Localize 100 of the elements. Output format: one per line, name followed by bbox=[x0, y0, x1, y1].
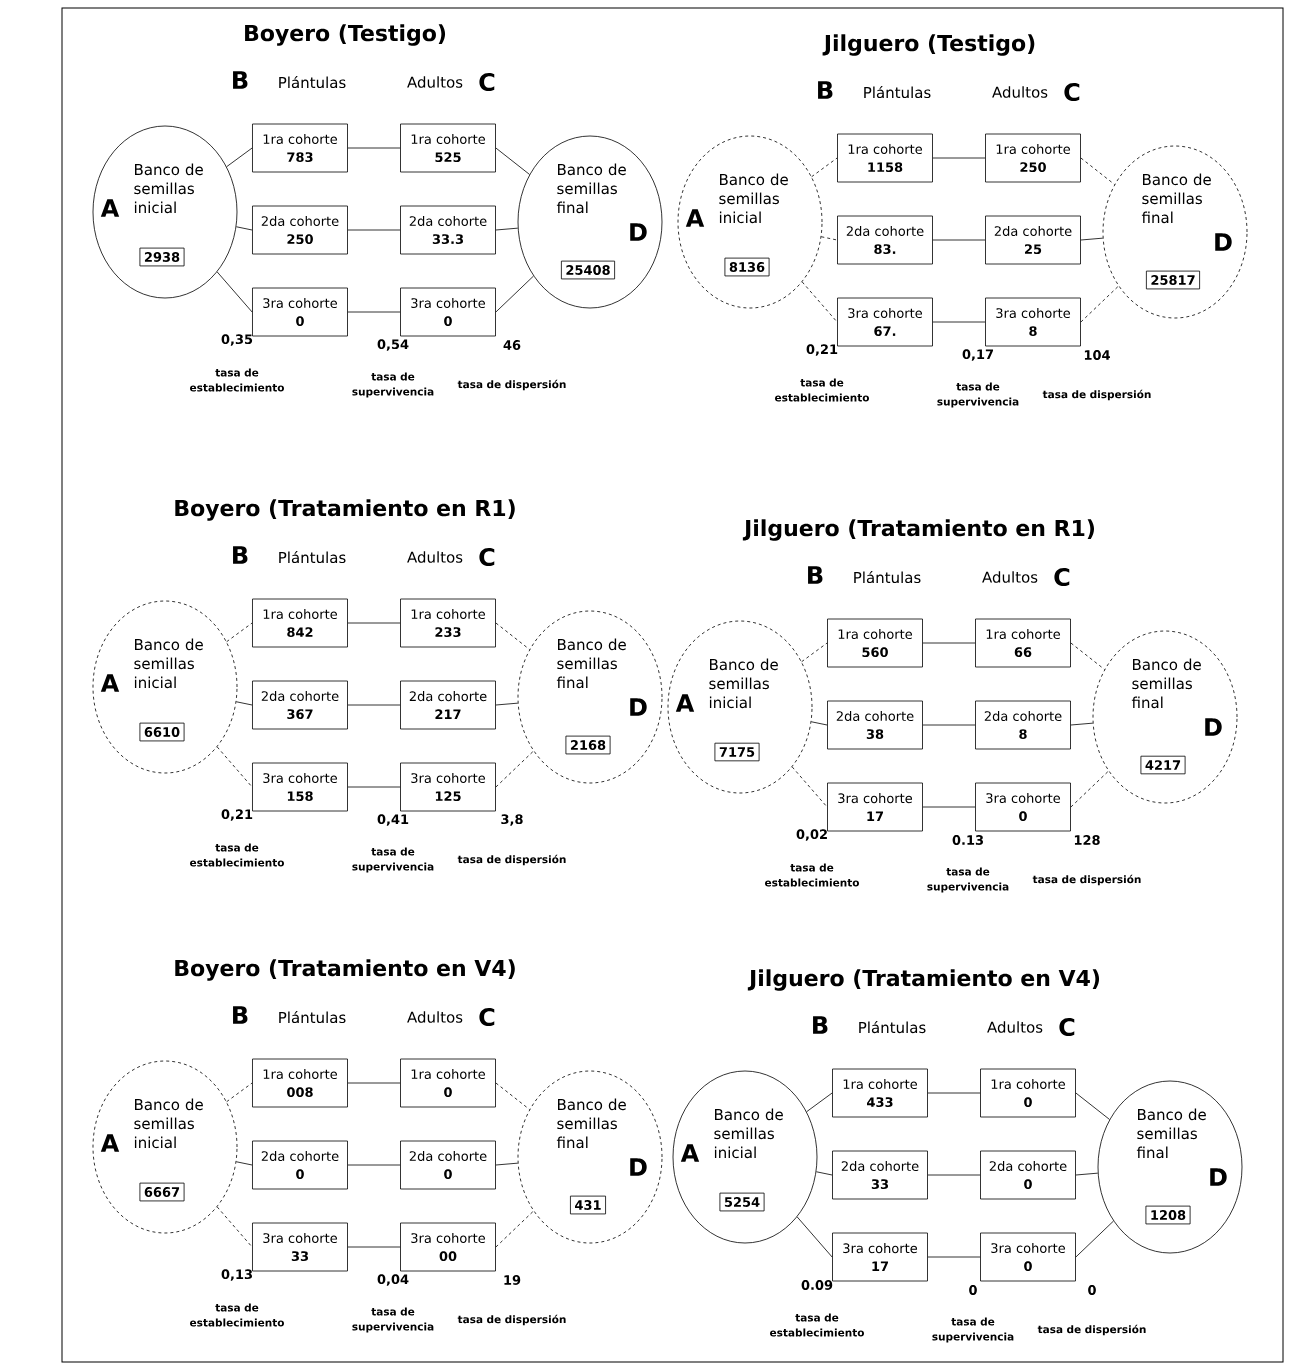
connector-line bbox=[927, 1092, 981, 1094]
rate-value: 46 bbox=[503, 340, 521, 350]
connector-line bbox=[347, 147, 401, 149]
stage-letter: B bbox=[233, 546, 248, 564]
stage-label: Adultos bbox=[992, 86, 1048, 98]
stage-letter: D bbox=[630, 698, 647, 716]
connector-line bbox=[810, 721, 828, 726]
cohort-box: 1ra cohorte 66 bbox=[975, 618, 1071, 668]
cohort-box: 3ra cohorte 17 bbox=[827, 782, 923, 832]
connector-line bbox=[347, 1164, 401, 1166]
rate-value: 0,04 bbox=[377, 1274, 409, 1286]
rate-value: 19 bbox=[504, 1275, 521, 1285]
stage-letter: B bbox=[818, 81, 833, 99]
connector-line bbox=[932, 239, 986, 241]
cohort-box: 2da cohorte 0 bbox=[252, 1140, 348, 1190]
connector-line bbox=[347, 786, 401, 788]
panel-title: Boyero (Tratamiento en R1) bbox=[175, 499, 515, 521]
connector-line bbox=[927, 1174, 981, 1176]
stage-letter: B bbox=[233, 71, 248, 89]
value-box: 5254 bbox=[719, 1192, 765, 1212]
stage-label: Adultos bbox=[407, 551, 463, 563]
connector-line bbox=[927, 1256, 981, 1258]
connector-line bbox=[932, 157, 986, 159]
cohort-box: 3ra cohorte 0 bbox=[400, 287, 496, 337]
stage-letter: D bbox=[1210, 1168, 1227, 1186]
rate-value: 0,54 bbox=[377, 339, 409, 351]
cohort-box: 2da cohorte 25 bbox=[985, 215, 1081, 265]
cohort-box: 2da cohorte 33.3 bbox=[400, 205, 496, 255]
connector-line bbox=[226, 1082, 253, 1103]
rate-label: tasa de establecimiento bbox=[775, 378, 869, 402]
cohort-box: 3ra cohorte 17 bbox=[832, 1232, 928, 1282]
value-box: 2938 bbox=[139, 247, 185, 267]
rate-label: tasa de dispersión bbox=[457, 1314, 566, 1326]
connector-line bbox=[495, 227, 519, 231]
panel-title: Boyero (Testigo) bbox=[245, 24, 446, 46]
cohort-box: 1ra cohorte 842 bbox=[252, 598, 348, 648]
stage-letter: D bbox=[1205, 718, 1222, 736]
rate-label: tasa de dispersión bbox=[457, 854, 566, 866]
connector-line bbox=[796, 1216, 833, 1258]
connector-line bbox=[495, 275, 534, 313]
panel-title: Jilguero (Testigo) bbox=[822, 34, 1035, 56]
stage-letter: C bbox=[1064, 82, 1080, 102]
rate-label: tasa de establecimiento bbox=[190, 368, 284, 392]
stage-label: Adultos bbox=[987, 1021, 1043, 1033]
value-box: 25408 bbox=[561, 260, 615, 280]
connector-line bbox=[1070, 642, 1105, 670]
connector-line bbox=[216, 746, 253, 788]
connector-line bbox=[815, 1171, 833, 1176]
rate-value: 3,8 bbox=[501, 814, 523, 826]
stage-letter: B bbox=[808, 566, 823, 584]
stage-label: Adultos bbox=[982, 571, 1038, 583]
connector-line bbox=[495, 1082, 530, 1110]
connector-line bbox=[1070, 722, 1094, 726]
stage-letter: A bbox=[100, 1134, 120, 1152]
connector-line bbox=[235, 701, 253, 706]
connector-line bbox=[791, 766, 828, 808]
stage-letter: C bbox=[479, 547, 495, 567]
rate-label: tasa de establecimiento bbox=[190, 1303, 284, 1327]
stage-letter: C bbox=[479, 72, 495, 92]
connector-line bbox=[347, 622, 401, 624]
connector-line bbox=[922, 642, 976, 644]
connector-line bbox=[922, 806, 976, 808]
value-box: 8136 bbox=[724, 257, 770, 277]
stage-label: Plántulas bbox=[279, 75, 346, 89]
stage-letter: A bbox=[675, 694, 695, 712]
connector-line bbox=[495, 622, 530, 650]
connector-line bbox=[347, 311, 401, 313]
connector-line bbox=[347, 1246, 401, 1248]
stage-label: Adultos bbox=[407, 1011, 463, 1023]
connector-line bbox=[1075, 1172, 1099, 1176]
stage-letter: C bbox=[479, 1007, 495, 1027]
stage-letter: C bbox=[1059, 1017, 1075, 1037]
panel-title: Jilguero (Tratamiento en V4) bbox=[747, 969, 1100, 991]
rate-value: 0,21 bbox=[806, 344, 838, 356]
stage-letter: A bbox=[100, 199, 120, 217]
cohort-box: 3ra cohorte 0 bbox=[252, 287, 348, 337]
value-box: 7175 bbox=[714, 742, 760, 762]
stage-label: Adultos bbox=[407, 76, 463, 88]
rate-label: tasa de supervivencia bbox=[352, 1307, 434, 1333]
cohort-box: 1ra cohorte 233 bbox=[400, 598, 496, 648]
stage-label: Plántulas bbox=[279, 550, 346, 564]
value-box: 4217 bbox=[1140, 755, 1186, 775]
cohort-box: 2da cohorte 0 bbox=[980, 1150, 1076, 1200]
connector-line bbox=[495, 1162, 519, 1166]
value-box: 2168 bbox=[565, 735, 611, 755]
connector-line bbox=[811, 157, 838, 178]
rate-value: 0 bbox=[969, 1285, 977, 1295]
cohort-box: 1ra cohorte 250 bbox=[985, 133, 1081, 183]
stage-letter: A bbox=[685, 209, 705, 227]
connector-line bbox=[495, 1210, 534, 1248]
connector-line bbox=[347, 229, 401, 231]
connector-line bbox=[1075, 1092, 1110, 1120]
stage-label: Plántulas bbox=[864, 85, 931, 99]
cohort-box: 2da cohorte 367 bbox=[252, 680, 348, 730]
rate-value: 0,02 bbox=[796, 829, 827, 841]
connector-line bbox=[495, 702, 519, 706]
connector-line bbox=[216, 1206, 253, 1248]
rate-label: tasa de establecimiento bbox=[765, 863, 859, 887]
rate-label: tasa de dispersión bbox=[1037, 1324, 1146, 1336]
stage-letter: D bbox=[1215, 233, 1232, 251]
